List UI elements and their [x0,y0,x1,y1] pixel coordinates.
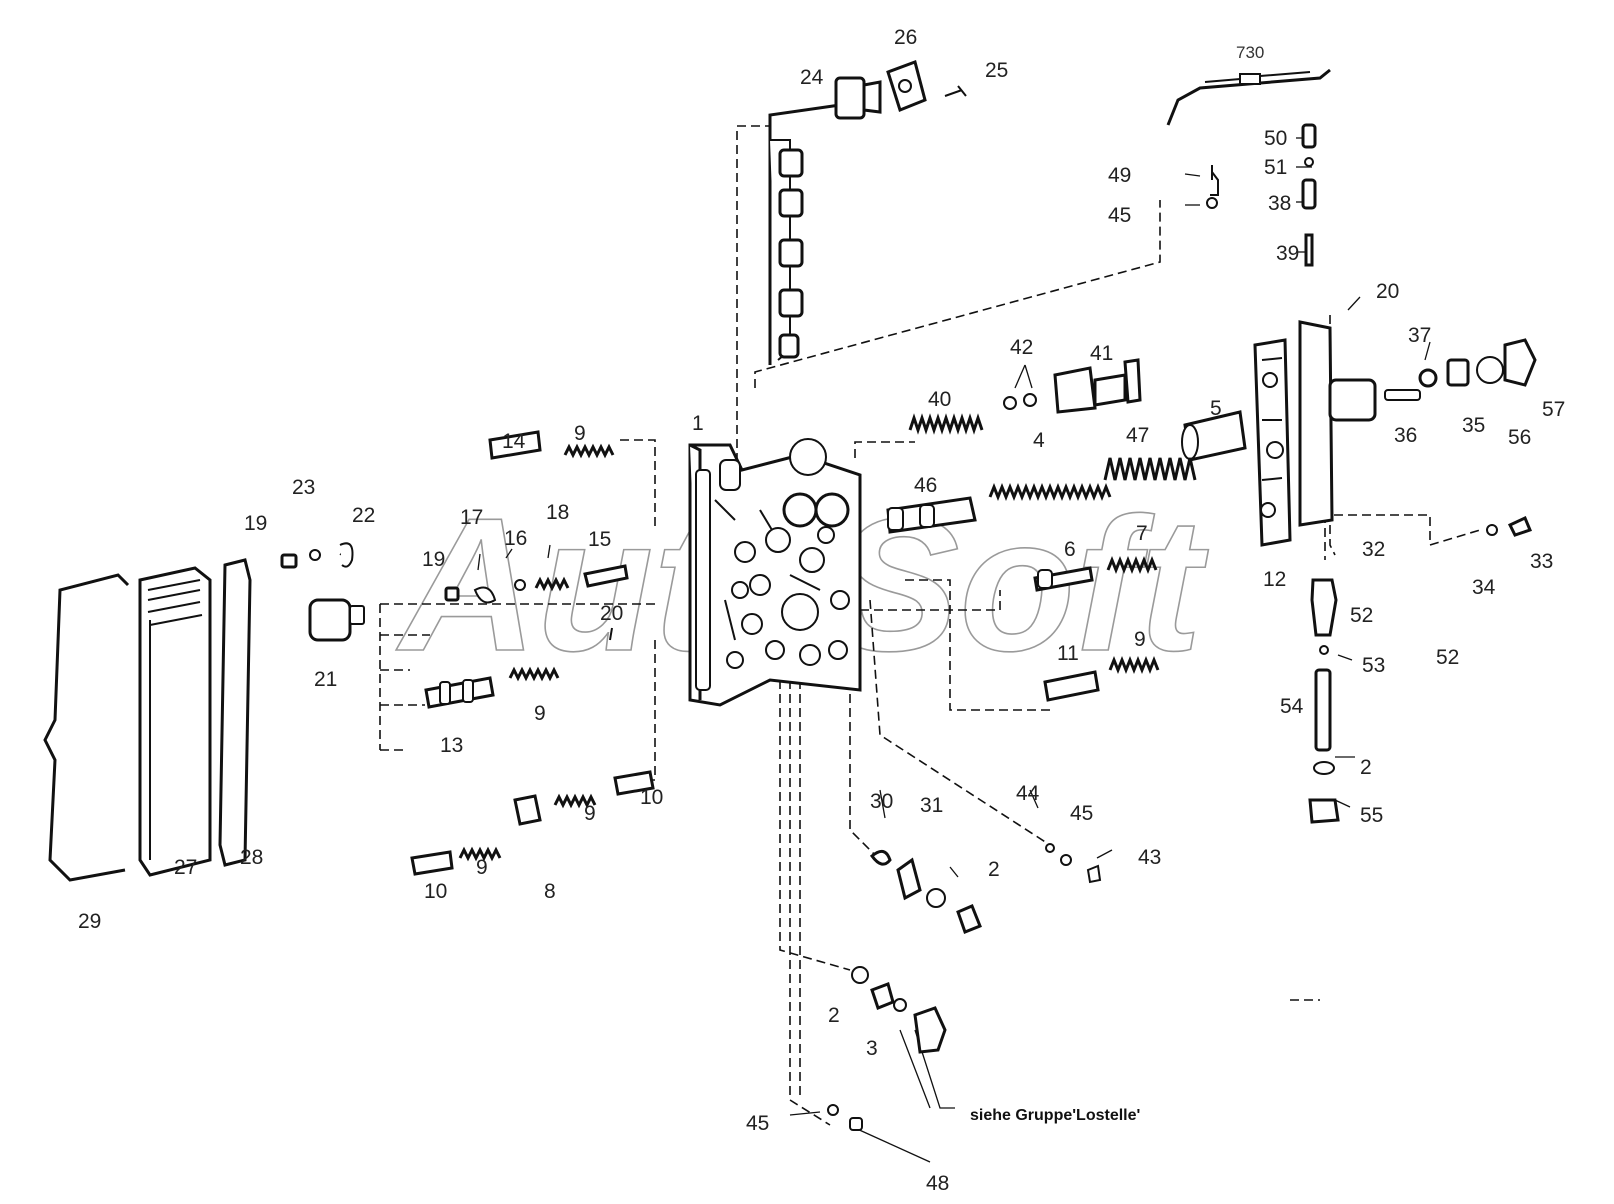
label-9: 9 [584,802,596,825]
label-35: 35 [1462,414,1485,437]
label-18: 18 [546,501,569,524]
label-4: 4 [1033,429,1045,452]
label-15: 15 [588,528,611,551]
label-25: 25 [985,59,1008,82]
label-14: 14 [502,430,526,453]
label-57: 57 [1542,398,1565,421]
label-10: 10 [640,786,663,809]
label-13: 13 [440,734,463,757]
cover-assembly [43,558,252,882]
label-42: 42 [1010,336,1033,359]
label-3: 3 [866,1037,878,1060]
label-9: 9 [574,422,586,445]
pipe-assembly [1166,68,1331,267]
label-20: 20 [600,602,623,625]
spools-and-springs [886,358,1247,702]
label-9: 9 [534,702,546,725]
label-730: 730 [1236,43,1264,62]
valve-body [688,438,862,707]
right-vertical-parts [1308,578,1340,824]
label-19: 19 [244,512,267,535]
label-12: 12 [1263,568,1286,591]
label-51: 51 [1264,156,1287,179]
label-47: 47 [1126,424,1149,447]
label-5: 5 [1210,397,1222,420]
label-48: 48 [926,1172,949,1195]
label-2: 2 [1360,756,1372,779]
label-6: 6 [1064,538,1076,561]
label-50: 50 [1264,127,1287,150]
label-52: 52 [1436,646,1459,669]
label-9: 9 [1134,628,1146,651]
label-44: 44 [1016,782,1040,805]
label-19: 19 [422,548,445,571]
label-45: 45 [746,1112,769,1135]
label-49: 49 [1108,164,1131,187]
label-52: 52 [1350,604,1373,627]
label-39: 39 [1276,242,1299,265]
wiring-harness [768,60,967,365]
label-28: 28 [240,846,263,869]
label-56: 56 [1508,426,1531,449]
label-41: 41 [1090,342,1113,365]
label-55: 55 [1360,804,1383,827]
label-1: 1 [692,412,704,435]
label-53: 53 [1362,654,1385,677]
label-20: 20 [1376,280,1399,303]
label-45: 45 [1108,204,1131,227]
left-spools [280,430,655,876]
label-29: 29 [78,910,101,933]
label-40: 40 [928,388,951,411]
part-labels: 1 2 2 2 3 4 5 6 7 8 9 9 9 9 9 10 10 11 1… [78,26,1565,1195]
label-2: 2 [988,858,1000,881]
label-9: 9 [476,856,488,879]
label-11: 11 [1057,642,1079,665]
bottom-parts [827,843,1102,1131]
label-34: 34 [1472,576,1496,599]
assembly-lines [379,125,1481,1126]
reference-note: siehe Gruppe'Lostelle' [970,1107,1140,1124]
label-38: 38 [1268,192,1291,215]
label-54: 54 [1280,695,1304,718]
label-23: 23 [292,476,315,499]
label-45: 45 [1070,802,1093,825]
right-cover-assembly [1253,320,1537,547]
label-17: 17 [460,506,483,529]
label-22: 22 [352,504,375,527]
label-16: 16 [504,527,527,550]
label-2: 2 [828,1004,840,1027]
label-10: 10 [424,880,447,903]
label-8: 8 [544,880,556,903]
label-24: 24 [800,66,824,89]
label-26: 26 [894,26,917,49]
label-32: 32 [1362,538,1385,561]
label-27: 27 [174,856,197,879]
label-30: 30 [870,790,893,813]
label-37: 37 [1408,324,1431,347]
label-7: 7 [1136,522,1148,545]
label-33: 33 [1530,550,1553,573]
label-21: 21 [314,668,337,691]
label-31: 31 [920,794,943,817]
label-46: 46 [914,474,937,497]
label-43: 43 [1138,846,1161,869]
label-36: 36 [1394,424,1417,447]
